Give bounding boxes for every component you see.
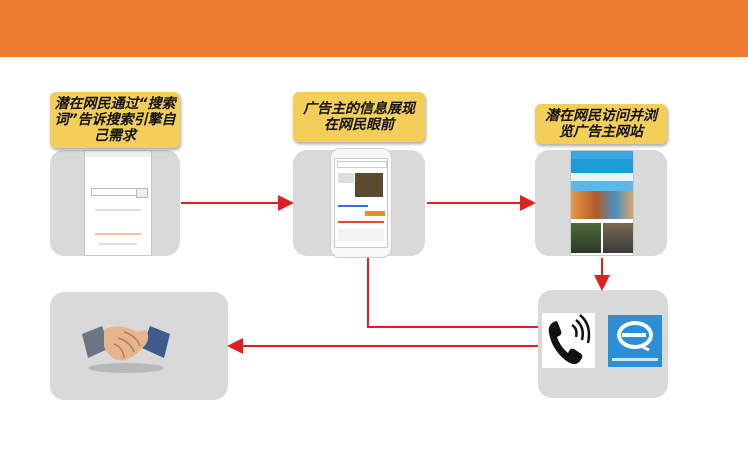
handshake-icon — [80, 318, 172, 374]
search-button — [136, 188, 148, 198]
phone-call-icon — [542, 313, 595, 368]
step3-label: 潜在网民访问并浏览广告主网站 — [535, 104, 667, 144]
step2-label: 广告主的信息展现在网民眼前 — [293, 92, 425, 142]
contact-app-icon — [608, 315, 662, 367]
header-bar — [0, 0, 748, 57]
step1-label: 潜在网民通过“搜索词”告诉搜索引擎自己需求 — [50, 92, 180, 148]
search-phone-screenshot — [84, 150, 152, 256]
connector-step2-to-contact — [367, 258, 538, 328]
website-phone-screenshot — [570, 150, 634, 256]
ad-phone-screenshot — [334, 158, 388, 248]
